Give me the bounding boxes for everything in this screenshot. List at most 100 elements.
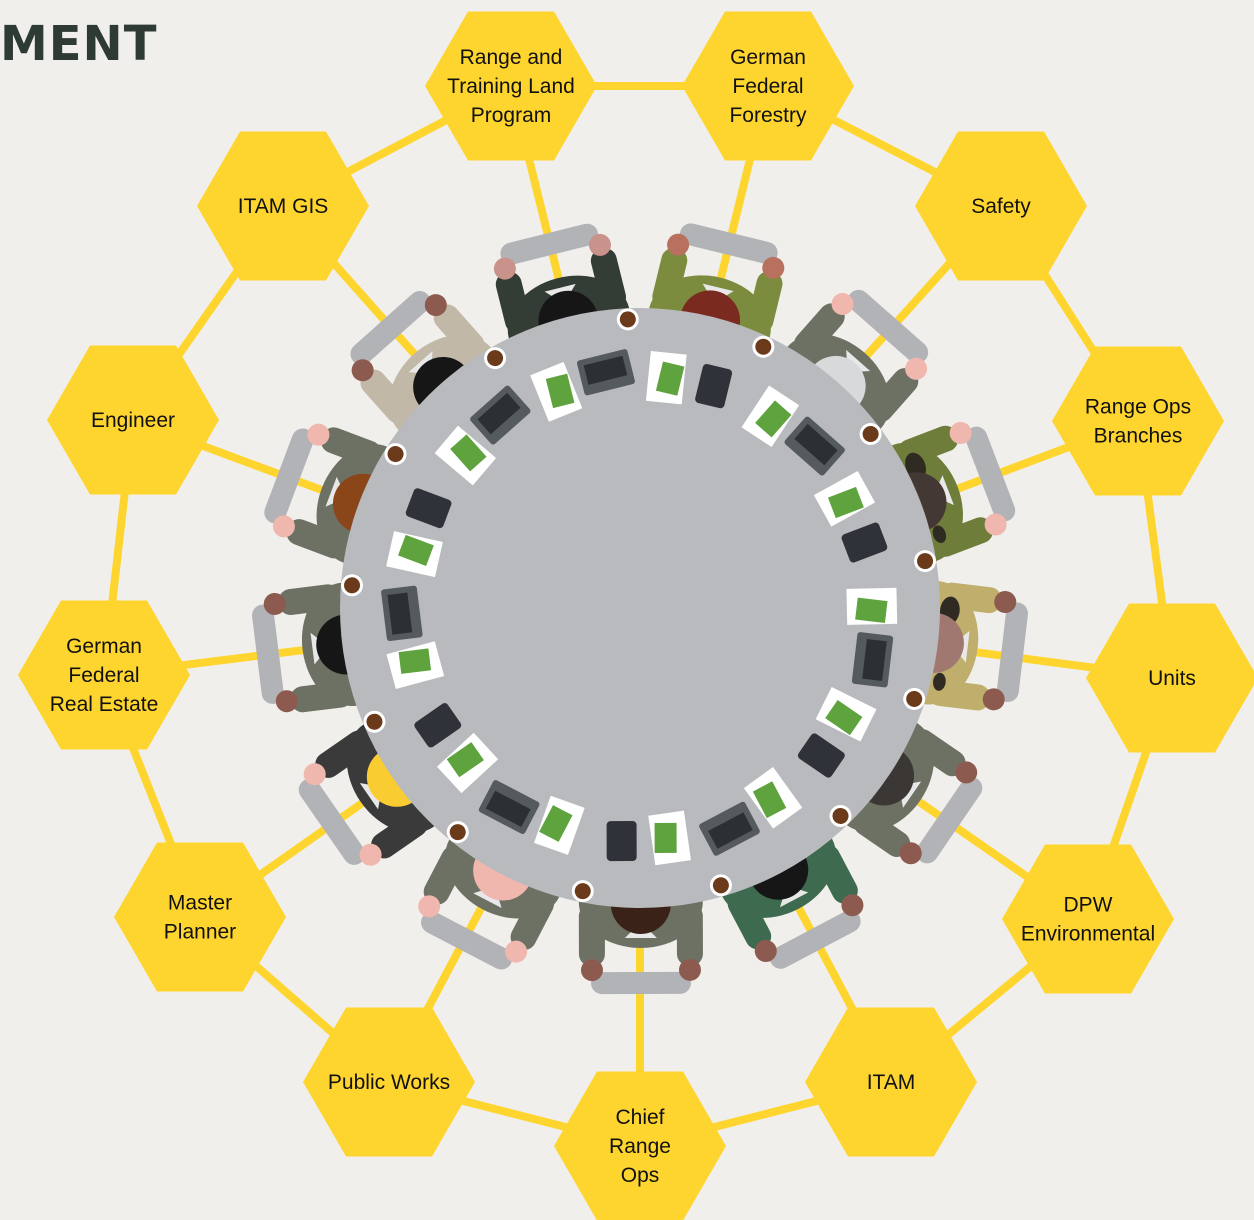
- right-hand: [899, 842, 922, 865]
- hexagon-label: Public Works: [328, 1071, 450, 1094]
- hexagon-shape: [1052, 346, 1224, 496]
- hexagon-label-line: German: [730, 46, 806, 69]
- green-notebook: [827, 486, 864, 519]
- green-notebook: [654, 822, 677, 853]
- hexagon-label-line: Ops: [621, 1164, 660, 1187]
- coffee: [366, 713, 383, 730]
- left-hand: [275, 690, 298, 713]
- laptop-keyboard: [583, 355, 628, 385]
- chairs: [252, 223, 1028, 995]
- chair: [916, 777, 983, 864]
- coffee: [906, 690, 923, 707]
- chair: [298, 778, 366, 865]
- green-notebook: [755, 400, 792, 438]
- hexagon-label-line: Forestry: [729, 104, 807, 127]
- chair: [421, 911, 513, 970]
- chair: [847, 289, 929, 364]
- chair: [769, 910, 861, 969]
- left-hand: [667, 233, 690, 256]
- chair: [252, 604, 284, 704]
- hexagon-label-line: ITAM GIS: [238, 195, 329, 218]
- hexagon-shape: [47, 345, 219, 495]
- hexagon-label-line: Environmental: [1021, 923, 1155, 946]
- chair: [965, 426, 1016, 522]
- chair: [350, 291, 431, 365]
- coffee: [344, 577, 361, 594]
- hexagon-engineer: Engineer: [47, 345, 219, 495]
- hexagon-label: ITAM: [867, 1071, 916, 1094]
- hexagon-label: Engineer: [91, 409, 175, 432]
- green-notebook: [752, 781, 787, 819]
- right-hand: [754, 939, 777, 962]
- coffee: [574, 883, 591, 900]
- left-hand: [994, 591, 1017, 614]
- laptop-keyboard: [708, 812, 753, 849]
- hexagon-label-line: Range: [609, 1135, 671, 1158]
- hexagon-label-line: Chief: [615, 1106, 664, 1129]
- laptop-keyboard: [477, 392, 521, 435]
- left-hand: [678, 958, 701, 981]
- hexagon-shape: [1002, 844, 1174, 994]
- hexagon-label-line: ITAM: [867, 1071, 916, 1094]
- coffee: [832, 807, 849, 824]
- green-notebook: [446, 742, 484, 778]
- coffee: [862, 426, 879, 443]
- hexagon-label: ITAM GIS: [238, 195, 329, 218]
- left-hand: [949, 421, 972, 444]
- chair: [679, 223, 778, 264]
- place-setting: [434, 347, 531, 486]
- coffee: [712, 877, 729, 894]
- left-hand: [831, 293, 854, 316]
- tablet: [405, 488, 452, 529]
- coffee: [619, 311, 636, 328]
- left-hand: [505, 940, 528, 963]
- right-hand: [580, 959, 603, 982]
- hexagon-label-line: Real Estate: [50, 693, 159, 716]
- hexagon-label-line: Program: [471, 104, 552, 127]
- camo-spot: [932, 525, 947, 543]
- tablet: [606, 821, 637, 862]
- hexagon-shape: [1086, 603, 1254, 753]
- hexagon-label-line: Planner: [164, 921, 236, 944]
- right-hand: [905, 357, 928, 380]
- green-notebook: [655, 361, 685, 396]
- chair: [996, 602, 1028, 702]
- hexagon-safety: Safety: [915, 131, 1087, 281]
- hexagon-shape: [303, 1007, 475, 1157]
- hexagon-shape: [18, 600, 190, 750]
- hexagon-public-works: Public Works: [303, 1007, 475, 1157]
- hexagon-shape: [554, 1071, 726, 1220]
- place-setting: [846, 587, 926, 710]
- chair: [264, 428, 314, 524]
- coffee: [449, 824, 466, 841]
- coffee: [487, 350, 504, 367]
- right-hand: [588, 233, 611, 256]
- laptop-keyboard: [794, 423, 838, 466]
- page-heading: MENT: [0, 16, 158, 72]
- hexagon-label-line: Master: [168, 892, 232, 915]
- place-setting: [446, 780, 585, 855]
- place-setting: [797, 687, 877, 827]
- tablet: [695, 363, 733, 409]
- left-hand: [272, 515, 295, 538]
- place-setting: [645, 335, 775, 409]
- right-hand: [982, 688, 1005, 711]
- hexagon-label-line: Range Ops: [1085, 396, 1191, 419]
- right-hand: [418, 895, 441, 918]
- green-notebook: [855, 597, 888, 623]
- hexagon-label-line: Federal: [68, 664, 139, 687]
- tablet: [841, 522, 888, 563]
- coffee: [755, 338, 772, 355]
- laptop-keyboard: [485, 790, 531, 827]
- green-notebook: [825, 699, 863, 736]
